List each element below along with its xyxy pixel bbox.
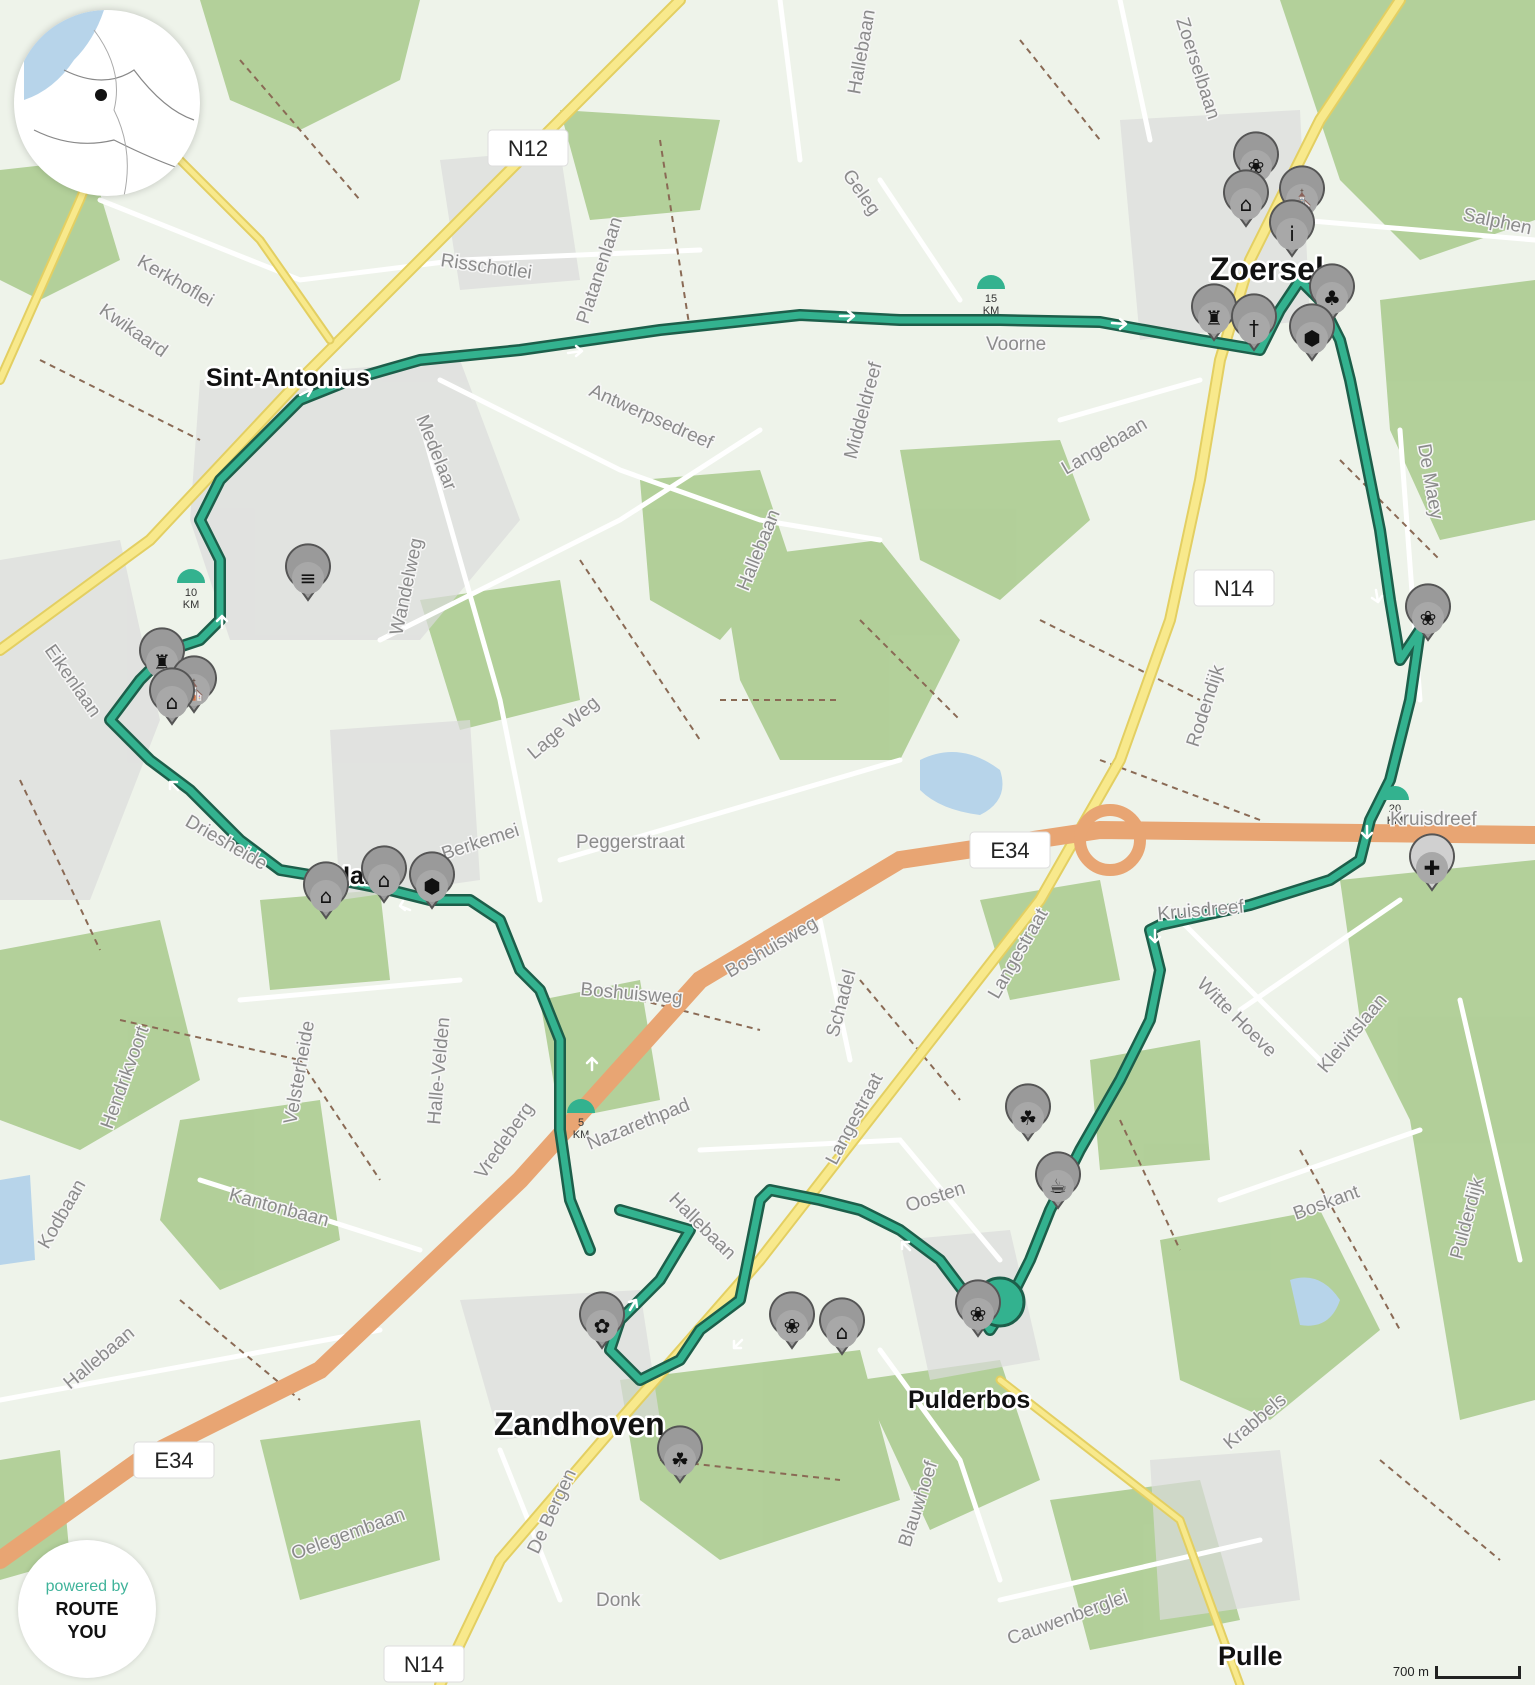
plant-icon[interactable]: ☘ [657,1425,703,1484]
grain-icon[interactable]: ❀ [769,1291,815,1350]
svg-text:Kruisdreef: Kruisdreef [1390,809,1477,830]
road-shield-n12: N12 [487,129,569,167]
museum-icon[interactable]: ⌂ [303,861,349,920]
routeyou-attribution[interactable]: powered by ROUTE YOU [18,1540,156,1678]
km-marker-20: 20 KM [1381,786,1409,827]
brand-line1: ROUTE [55,1599,119,1619]
svg-text:☘: ☘ [671,1448,689,1472]
grain-icon[interactable]: ❀ [1405,583,1451,642]
route-direction-arrows [168,309,1384,1350]
overview-minimap[interactable] [14,10,200,196]
info-icon[interactable]: i [1269,199,1315,258]
museum-icon[interactable]: ⌂ [819,1297,865,1356]
svg-text:KM: KM [1387,815,1404,827]
hexagon-icon[interactable]: ⬢ [409,851,455,910]
svg-text:N12: N12 [508,136,548,161]
road-shield-n14-south: N14 [383,1645,465,1683]
km-marker-15: 15 KM [977,275,1005,317]
minimap-location-dot [95,89,107,101]
plant-icon[interactable]: ☘ [1005,1083,1051,1142]
svg-text:♣: ♣ [1323,286,1341,310]
svg-text:i: i [1289,222,1295,246]
svg-text:⌂: ⌂ [836,1320,849,1344]
svg-text:☘: ☘ [1019,1106,1037,1130]
flower-icon[interactable]: ✿ [579,1291,625,1350]
grain-icon[interactable]: ❀ [955,1279,1001,1338]
svg-text:Voorne: Voorne [986,334,1046,355]
minimap-canvas [24,10,195,196]
svg-text:Peggerstraat: Peggerstraat [576,832,686,853]
svg-text:5: 5 [578,1117,584,1129]
home-icon[interactable]: ⌂ [1223,169,1269,228]
svg-text:✿: ✿ [594,1314,611,1338]
svg-text:⌂: ⌂ [166,690,179,714]
place-zandhoven: Zandhoven [494,1406,665,1442]
svg-text:✚: ✚ [1424,856,1441,880]
svg-text:⬢: ⬢ [423,874,440,898]
scale-bar-line [1435,1666,1521,1679]
svg-text:❀: ❀ [784,1314,801,1338]
footpaths [19,39,1501,1561]
svg-text:†: † [1249,316,1259,340]
svg-text:⌂: ⌂ [378,868,391,892]
place-labels: Zoersel Sint-Antonius Halle Zandhoven Pu… [204,249,1327,1674]
cross-icon[interactable]: † [1231,293,1277,352]
svg-text:≡: ≡ [300,566,317,590]
place-pulle: Pulle [1218,1641,1283,1671]
hexagon-icon[interactable]: ⬢ [1289,303,1335,362]
svg-text:♜: ♜ [1205,306,1223,330]
road-shield-e34-east: E34 [969,831,1051,869]
coffee-icon[interactable]: ☕ [1035,1151,1081,1210]
km-marker-10: 10 KM [177,569,205,611]
brand-line2: YOU [67,1622,107,1642]
bed-icon[interactable]: ≡ [285,543,331,602]
water-bodies [0,752,1340,1326]
svg-text:15: 15 [985,293,997,305]
svg-text:10: 10 [185,587,197,599]
svg-text:☕: ☕ [1049,1174,1067,1198]
svg-text:N14: N14 [404,1652,444,1677]
km-marker-5: 5 KM [567,1099,595,1141]
home-icon[interactable]: ⌂ [361,845,407,904]
powered-by-text: powered by [45,1578,129,1595]
first-aid-icon[interactable]: ✚ [1409,833,1455,892]
svg-text:⌂: ⌂ [1240,192,1253,216]
svg-text:KM: KM [573,1129,590,1141]
svg-text:KM: KM [983,305,1000,317]
road-shield-n14-north: N14 [1193,569,1275,607]
museum-icon[interactable]: ⌂ [149,667,195,726]
place-sint-antonius: Sint-Antonius [206,364,370,392]
scale-bar: 700 m [1393,1664,1521,1679]
svg-text:E34: E34 [990,838,1029,863]
svg-text:N14: N14 [1214,576,1254,601]
road-shield-e34-west: E34 [133,1441,215,1479]
route-line[interactable] [104,274,1426,1386]
scale-label: 700 m [1392,1664,1429,1679]
tree-icon[interactable]: ♣ [1309,263,1355,322]
svg-text:20: 20 [1389,803,1401,815]
place-pulderbos: Pulderbos [908,1386,1030,1414]
minor-streets [0,0,1535,1603]
svg-text:❀: ❀ [1420,606,1437,630]
primary-roads [0,0,1406,1685]
svg-text:E34: E34 [154,1448,193,1473]
svg-text:Donk: Donk [596,1590,641,1611]
svg-text:KM: KM [183,599,200,611]
forest-areas [0,0,1535,1650]
poi-markers[interactable]: ❀⌂⛪i♣♜†⬢≡♜⛪⌂⌂⌂⬢❀✚☘☕✿❀⌂❀☘ [139,131,1455,1484]
place-zoersel: Zoersel [1210,251,1324,287]
svg-text:⬢: ⬢ [1303,326,1320,350]
svg-text:❀: ❀ [970,1302,987,1326]
svg-text:⌂: ⌂ [320,884,333,908]
